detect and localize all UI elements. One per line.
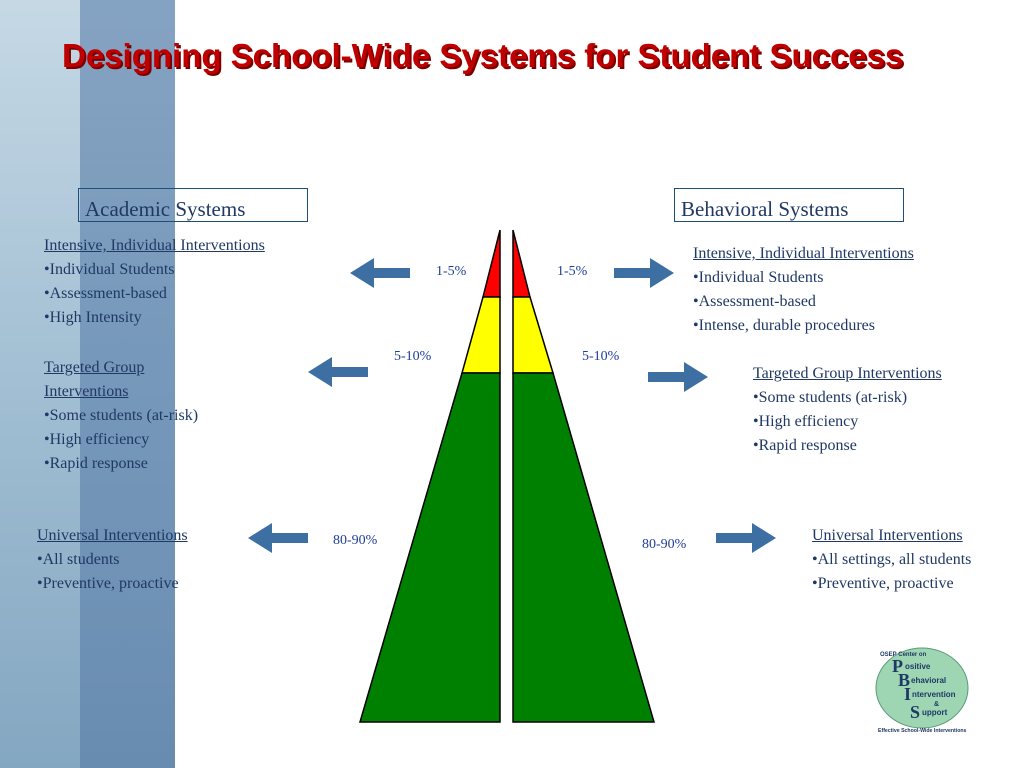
logo-word4: upport — [922, 708, 948, 717]
arrow-left-icon — [248, 523, 308, 553]
behavioral-pct-top: 1-5% — [557, 264, 588, 279]
behavioral-targeted-heading: Targeted Group Interventions — [753, 365, 942, 382]
logo-tagline: Effective School-Wide Interventions — [878, 728, 967, 734]
svg-text:B: B — [898, 670, 910, 690]
behavioral-intensive-heading: Intensive, Individual Interventions — [693, 245, 914, 262]
academic-tier-bottom — [358, 372, 501, 723]
list-item: Individual Students — [693, 266, 914, 290]
academic-intensive-block: Intensive, Individual Interventions Indi… — [44, 234, 265, 330]
list-item: Rapid response — [753, 434, 942, 458]
list-item: Individual Students — [44, 258, 265, 282]
list-item: Preventive, proactive — [812, 572, 971, 596]
list-item: All students — [37, 548, 188, 572]
svg-text:S: S — [910, 702, 920, 722]
pbis-logo: OSEP Center on P ositive B ehavioral I n… — [875, 647, 969, 734]
list-item: High efficiency — [44, 428, 198, 452]
academic-pct-bottom: 80-90% — [333, 533, 378, 548]
list-item: High efficiency — [753, 410, 942, 434]
academic-pct-middle: 5-10% — [394, 349, 432, 364]
behavioral-pct-bottom: 80-90% — [642, 537, 687, 552]
list-item: Assessment-based — [693, 290, 914, 314]
behavioral-universal-block: Universal Interventions All settings, al… — [812, 524, 971, 596]
behavioral-targeted-block: Targeted Group Interventions Some studen… — [753, 362, 942, 458]
academic-targeted-heading-line1: Targeted Group — [44, 359, 145, 376]
academic-systems-heading: Academic Systems — [78, 188, 308, 222]
behavioral-tier-bottom — [512, 372, 655, 723]
list-item: Assessment-based — [44, 282, 265, 306]
behavioral-pct-middle: 5-10% — [582, 349, 620, 364]
background-band-overlay — [80, 0, 175, 768]
list-item: Preventive, proactive — [37, 572, 188, 596]
academic-tier-top — [482, 229, 501, 298]
academic-pct-top: 1-5% — [436, 264, 467, 279]
page-title: Designing School-Wide Systems for Studen… — [62, 37, 904, 74]
behavioral-intensive-block: Intensive, Individual Interventions Indi… — [693, 242, 914, 338]
academic-targeted-block: Targeted Group Interventions Some studen… — [44, 356, 198, 476]
academic-targeted-heading-line2: Interventions — [44, 383, 129, 400]
background-band-light — [0, 0, 80, 768]
svg-text:P: P — [892, 656, 903, 676]
arrow-right-icon — [614, 258, 674, 288]
academic-universal-block: Universal Interventions All students Pre… — [37, 524, 188, 596]
arrow-left-icon — [350, 258, 410, 288]
behavioral-tier-top — [512, 229, 531, 298]
behavioral-tier-middle — [512, 296, 555, 374]
behavioral-universal-heading: Universal Interventions — [812, 527, 963, 544]
logo-word3: ntervention — [912, 690, 956, 699]
arrow-left-icon — [308, 357, 368, 387]
list-item: Intense, durable procedures — [693, 314, 914, 338]
behavioral-systems-heading: Behavioral Systems — [674, 188, 904, 222]
academic-intensive-heading: Intensive, Individual Interventions — [44, 237, 265, 254]
list-item: All settings, all students — [812, 548, 972, 572]
list-item: Some students (at-risk) — [753, 386, 942, 410]
arrow-right-icon — [648, 362, 708, 392]
logo-ampersand: & — [934, 701, 939, 708]
list-item: Some students (at-risk) — [44, 404, 198, 428]
academic-tier-middle — [461, 296, 501, 374]
svg-text:I: I — [904, 684, 911, 704]
logo-header-text: OSEP Center on — [880, 652, 927, 658]
list-item: High Intensity — [44, 306, 265, 330]
logo-word2: ehavioral — [911, 676, 946, 685]
list-item: Rapid response — [44, 452, 198, 476]
logo-word1: ositive — [905, 662, 931, 671]
academic-universal-heading: Universal Interventions — [37, 527, 188, 544]
arrow-right-icon — [716, 523, 776, 553]
